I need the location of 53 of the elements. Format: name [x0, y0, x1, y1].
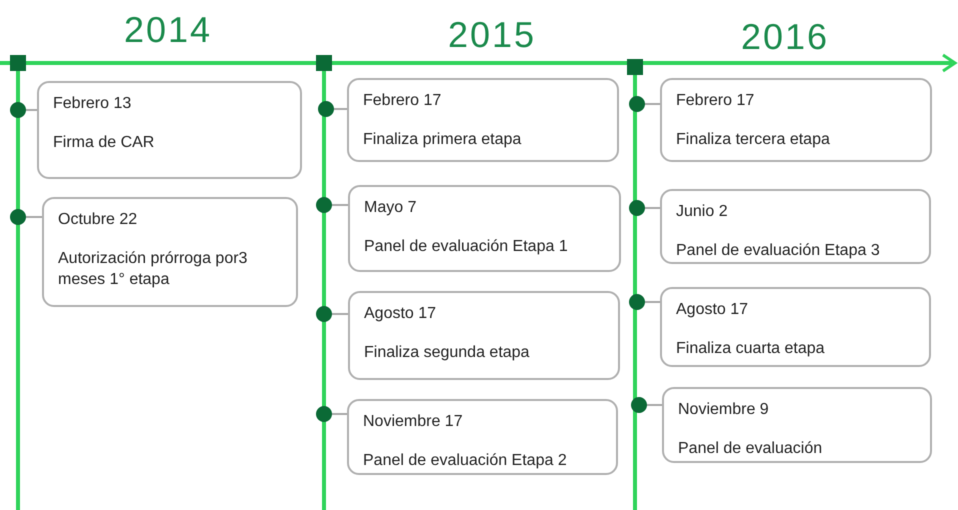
event-card [348, 185, 621, 272]
event-card [347, 78, 619, 162]
event-date: Noviembre 17 [363, 412, 464, 432]
event-description: Firma de CAR [53, 133, 156, 153]
event-description: Finaliza tercera etapa [676, 130, 831, 150]
connector-line [332, 313, 348, 315]
connector-line [645, 103, 660, 105]
event-card [348, 291, 620, 380]
event-description: Finaliza cuarta etapa [676, 339, 826, 359]
year-label: 2015 [448, 14, 536, 56]
timeline-dot [10, 209, 26, 225]
event-card [37, 81, 302, 179]
year-label: 2016 [740, 16, 830, 58]
event-date: Octubre 22 [58, 210, 138, 230]
connector-line [332, 204, 348, 206]
event-description: Finaliza primera etapa [363, 130, 522, 150]
event-card [660, 78, 932, 162]
event-description: Finaliza segunda etapa [364, 343, 530, 363]
event-description: Panel de evaluación Etapa 1 [364, 237, 569, 257]
event-description: Panel de evaluación Etapa 2 [363, 451, 568, 471]
year-label: 2014 [124, 9, 212, 51]
event-description: Autorización prórroga por3 meses 1° etapa [58, 249, 248, 290]
timeline-dot [629, 96, 645, 112]
event-date: Febrero 17 [676, 91, 756, 111]
event-card [347, 399, 618, 475]
event-date: Agosto 17 [364, 304, 438, 324]
timeline-dot [316, 197, 332, 213]
connector-line [334, 108, 347, 110]
timeline-dot [316, 406, 332, 422]
event-description: Panel de evaluación [678, 439, 824, 459]
event-card [660, 189, 931, 264]
event-description: Panel de evaluación Etapa 3 [676, 241, 881, 261]
connector-line [26, 216, 42, 218]
timeline-dot [629, 200, 645, 216]
connector-line [647, 404, 662, 406]
timeline-dot [10, 102, 26, 118]
connector-line [645, 207, 660, 209]
timeline-dot [629, 294, 645, 310]
event-date: Febrero 17 [363, 91, 442, 111]
timeline-dot [631, 397, 647, 413]
event-date: Mayo 7 [364, 198, 418, 218]
event-date: Junio 2 [676, 202, 729, 222]
event-date: Agosto 17 [676, 300, 750, 320]
event-card [662, 387, 932, 463]
connector-line [645, 301, 660, 303]
event-date: Noviembre 9 [678, 400, 770, 420]
event-card [42, 197, 298, 307]
event-card [660, 287, 931, 367]
timeline-dot [316, 306, 332, 322]
connector-line [332, 413, 347, 415]
event-date: Febrero 13 [53, 94, 132, 114]
connector-line [26, 109, 37, 111]
timeline-dot [318, 101, 334, 117]
